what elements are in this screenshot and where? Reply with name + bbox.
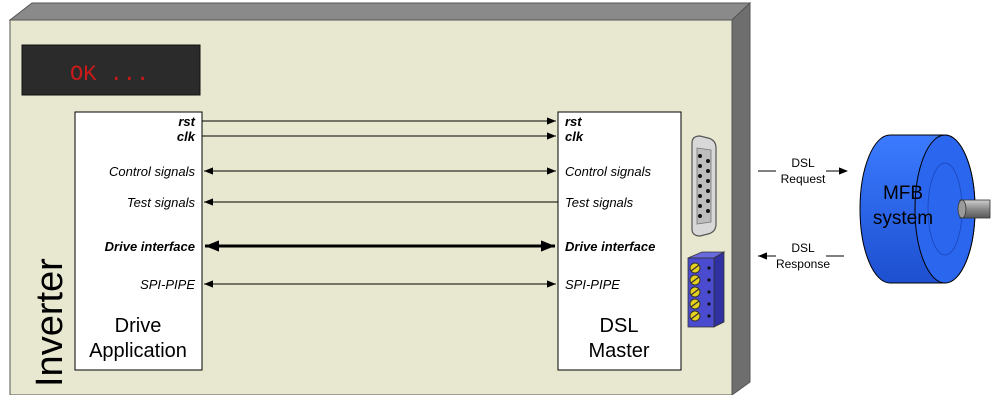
- right-spi-pipe-label: SPI-PIPE: [565, 277, 620, 292]
- dsl-request-line1: DSL: [791, 156, 815, 170]
- dsl-master-box: [557, 111, 682, 371]
- dsl-request-line2: Request: [781, 172, 826, 186]
- left-test-label: Test signals: [127, 195, 196, 210]
- panel-top: [8, 2, 752, 21]
- inverter-label: Inverter: [29, 258, 71, 387]
- right-clk-label: clk: [565, 129, 584, 144]
- left-control-label: Control signals: [109, 164, 195, 179]
- dsl-response-line1: DSL: [791, 241, 815, 255]
- left-rst-label: rst: [178, 114, 195, 129]
- display-text: OK ...: [70, 62, 149, 87]
- left-drive-interface-label: Drive interface: [105, 239, 195, 254]
- status-display: [21, 44, 201, 96]
- dsl-response-line2: Response: [776, 257, 830, 271]
- drive-application-box: [74, 111, 203, 371]
- right-drive-interface-label: Drive interface: [565, 239, 655, 254]
- right-control-label: Control signals: [565, 164, 651, 179]
- dsl-master-line1: DSL: [600, 315, 639, 337]
- dsl-master-line2: Master: [588, 340, 649, 362]
- right-test-label: Test signals: [565, 195, 634, 210]
- panel-side: [731, 1, 751, 395]
- mfb-motor: [859, 134, 991, 284]
- right-rst-label: rst: [565, 114, 582, 129]
- drive-app-line2: Application: [89, 340, 187, 362]
- motor-label-line2: system: [873, 208, 933, 229]
- terminal-block-icon: [687, 251, 726, 328]
- drive-app-line1: Drive: [115, 315, 162, 337]
- d-sub-connector-icon: [691, 135, 717, 237]
- left-spi-pipe-label: SPI-PIPE: [140, 277, 195, 292]
- motor-label-line1: MFB: [883, 183, 923, 204]
- left-clk-label: clk: [177, 129, 196, 144]
